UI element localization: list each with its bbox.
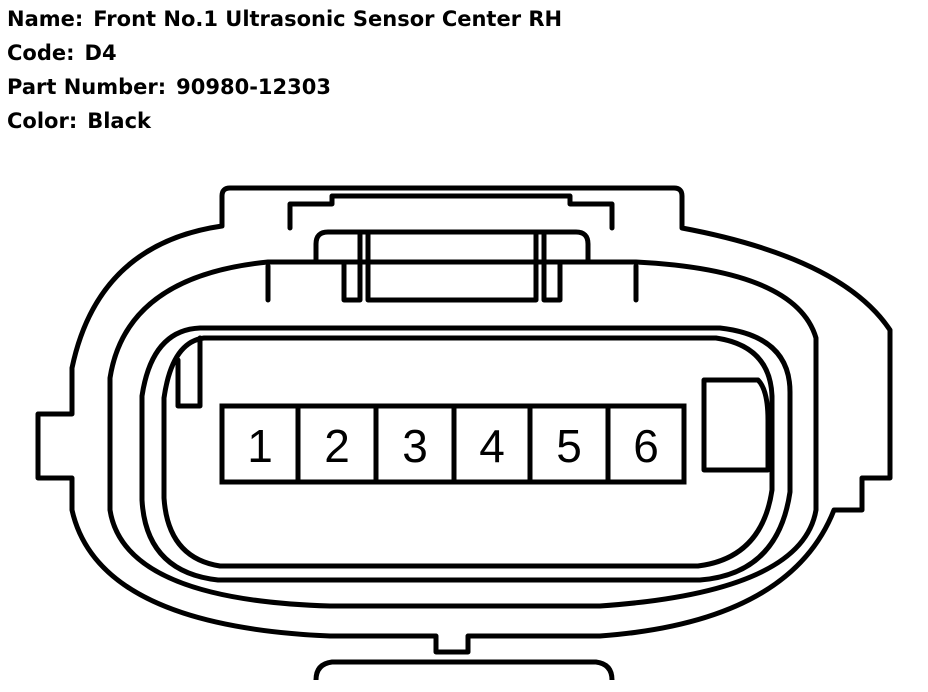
pin-row: 1 2 3 4 5 6 [219, 403, 687, 485]
shroud-band-outline [265, 263, 639, 303]
pin-cell-4: 4 [451, 403, 533, 485]
color-row: Color: Black [7, 104, 707, 138]
pin-cell-2: 2 [295, 403, 379, 485]
bottom-clip-outline [313, 659, 615, 681]
pin-cell-3: 3 [373, 403, 457, 485]
pin-number-4: 4 [479, 420, 505, 472]
pin-number-6: 6 [633, 420, 659, 472]
lock-tab-left-post [341, 231, 363, 303]
lock-tab-outline [313, 229, 591, 265]
name-row: Name: Front No.1 Ultrasonic Sensor Center… [7, 2, 707, 36]
housing-inner-outline [107, 259, 819, 609]
pin-cell-6: 6 [605, 403, 687, 485]
code-row: Code: D4 [7, 36, 707, 70]
name-value: Front No.1 Ultrasonic Sensor Center RH [93, 7, 563, 31]
inner-shroud-second-outline [161, 335, 775, 569]
name-label: Name: [7, 7, 84, 31]
code-value: D4 [84, 41, 117, 65]
lock-tab-inner [365, 231, 539, 303]
polarization-key [701, 377, 771, 473]
code-label: Code: [7, 41, 75, 65]
inner-shroud-outline [139, 325, 793, 583]
color-value: Black [87, 109, 152, 133]
part-number-row: Part Number: 90980-12303 [7, 70, 707, 104]
connector-info: Name: Front No.1 Ultrasonic Sensor Center… [7, 2, 707, 138]
pin-cavity-frame [175, 335, 203, 409]
pin-number-5: 5 [556, 420, 582, 472]
pin-cell-1: 1 [219, 403, 301, 485]
pin-number-3: 3 [402, 420, 428, 472]
pin-number-2: 2 [324, 420, 350, 472]
part-number-value: 90980-12303 [176, 75, 331, 99]
color-label: Color: [7, 109, 78, 133]
part-number-label: Part Number: [7, 75, 167, 99]
connector-housing-outline [35, 185, 893, 655]
top-latch-outline [287, 193, 615, 231]
lock-tab-right-post [541, 231, 563, 303]
pin-number-1: 1 [247, 420, 273, 472]
pin-cell-5: 5 [527, 403, 611, 485]
